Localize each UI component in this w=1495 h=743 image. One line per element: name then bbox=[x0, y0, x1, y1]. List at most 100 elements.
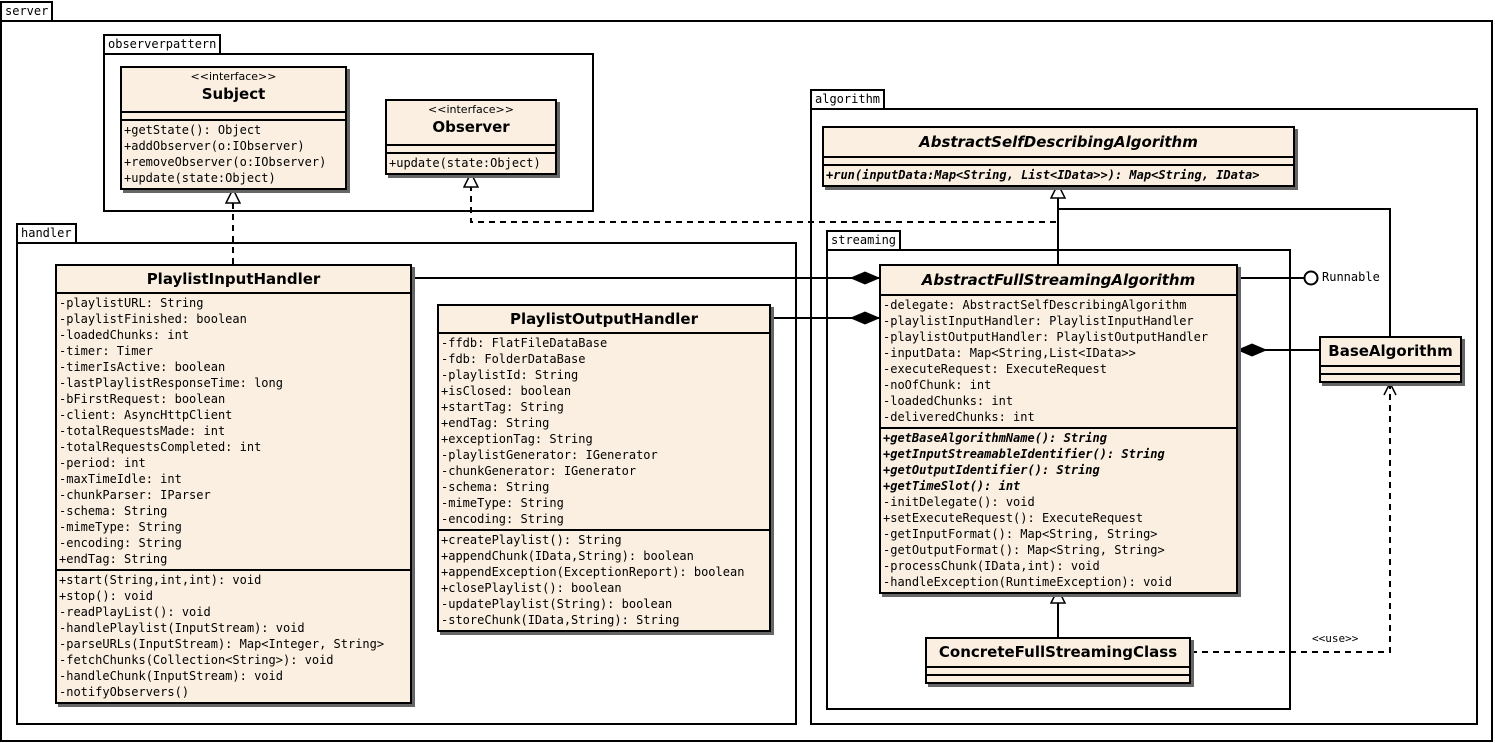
attribute: -mimeType: String bbox=[59, 520, 182, 534]
runnable-interface-circle bbox=[1303, 270, 1319, 286]
operation: -storeChunk(IData,String): String bbox=[441, 613, 680, 627]
attribute: -loadedChunks: int bbox=[59, 328, 190, 342]
subject-name: Subject bbox=[201, 85, 266, 103]
operation: -handlePlaylist(InputStream): void bbox=[59, 621, 305, 635]
playlist-output-handler-attributes: -ffdb: FlatFileDataBase -fdb: FolderData… bbox=[439, 334, 769, 531]
attribute: -playlistId: String bbox=[441, 368, 579, 382]
operation: -fetchChunks(Collection<String>): void bbox=[59, 653, 334, 667]
package-tab-algorithm: algorithm bbox=[810, 89, 886, 110]
operation: +appendChunk(IData,String): boolean bbox=[441, 549, 694, 563]
attribute: +exceptionTag: String bbox=[441, 432, 593, 446]
attribute: -totalRequestsMade: int bbox=[59, 424, 226, 438]
base-algorithm-name: BaseAlgorithm bbox=[1328, 342, 1453, 360]
attribute: -noOfChunk: int bbox=[883, 378, 992, 392]
package-tab-server: server bbox=[0, 1, 54, 22]
runnable-label: Runnable bbox=[1322, 270, 1380, 284]
operation: -getInputFormat(): Map<String, String> bbox=[883, 527, 1158, 541]
operation: -initDelegate(): void bbox=[883, 495, 1035, 509]
base-algorithm-attributes bbox=[1321, 367, 1460, 375]
base-to-selfdescribing-generalization bbox=[1058, 208, 1391, 336]
operation: +removeObserver(o:IObserver) bbox=[124, 155, 327, 169]
playlist-output-handler-name: PlaylistOutputHandler bbox=[510, 310, 698, 328]
playlist-input-handler-operations: +start(String,int,int): void +stop(): vo… bbox=[57, 571, 410, 702]
package-handler bbox=[16, 242, 797, 725]
attribute: -ffdb: FlatFileDataBase bbox=[441, 336, 608, 350]
operation: -readPlayList(): void bbox=[59, 605, 211, 619]
package-server bbox=[0, 20, 1493, 742]
base-algorithm-operations bbox=[1321, 375, 1460, 381]
attribute: -timer: Timer bbox=[59, 344, 153, 358]
playlist-input-handler-name: PlaylistInputHandler bbox=[146, 270, 321, 288]
attribute: -lastPlaylistResponseTime: long bbox=[59, 376, 283, 390]
operation: +update(state:Object) bbox=[124, 171, 276, 185]
attribute: -delegate: AbstractSelfDescribingAlgorit… bbox=[883, 298, 1187, 312]
attribute: -playlistURL: String bbox=[59, 296, 204, 310]
attribute: -inputData: Map<String,List<IData>> bbox=[883, 346, 1136, 360]
concrete-full-streaming-operations bbox=[927, 676, 1189, 682]
attribute: -chunkGenerator: IGenerator bbox=[441, 464, 637, 478]
operation: +getState(): Object bbox=[124, 123, 262, 137]
attribute: -playlistInputHandler: PlaylistInputHand… bbox=[883, 314, 1194, 328]
abstract-operation: +getInputStreamableIdentifier(): String bbox=[883, 447, 1165, 461]
class-playlist-input-handler[interactable]: PlaylistInputHandler -playlistURL: Strin… bbox=[55, 264, 412, 704]
class-playlist-output-handler[interactable]: PlaylistOutputHandler -ffdb: FlatFileDat… bbox=[437, 304, 771, 632]
operation: -handleChunk(InputStream): void bbox=[59, 669, 283, 683]
attribute: -encoding: String bbox=[59, 536, 182, 550]
package-algorithm bbox=[810, 108, 1478, 725]
attribute: -deliveredChunks: int bbox=[883, 410, 1035, 424]
observer-stereotype: <<interface>> bbox=[428, 103, 514, 116]
operation: -parseURLs(InputStream): Map<Integer, St… bbox=[59, 637, 385, 651]
operation: +appendException(ExceptionReport): boole… bbox=[441, 565, 745, 579]
attribute: -mimeType: String bbox=[441, 496, 564, 510]
class-base-algorithm[interactable]: BaseAlgorithm bbox=[1319, 336, 1462, 383]
abstract-self-describing-operations: +run(inputData:Map<String, List<IData>>)… bbox=[824, 166, 1293, 185]
operation: +closePlaylist(): boolean bbox=[441, 581, 622, 595]
attribute: -encoding: String bbox=[441, 512, 564, 526]
use-dependency bbox=[1191, 383, 1390, 653]
attribute: -schema: String bbox=[441, 480, 550, 494]
abstract-self-describing-name: AbstractSelfDescribingAlgorithm bbox=[919, 133, 1198, 151]
attribute: -playlistOutputHandler: PlaylistOutputHa… bbox=[883, 330, 1209, 344]
observer-attributes bbox=[387, 146, 555, 154]
attribute: -timerIsActive: boolean bbox=[59, 360, 226, 374]
attribute: -totalRequestsCompleted: int bbox=[59, 440, 262, 454]
operation: +run(inputData:Map<String, List<IData>>)… bbox=[826, 168, 1260, 182]
operation: -processChunk(IData,int): void bbox=[883, 559, 1100, 573]
subject-stereotype: <<interface>> bbox=[190, 70, 277, 83]
operation: -updatePlaylist(String): boolean bbox=[441, 597, 673, 611]
concrete-full-streaming-name: ConcreteFullStreamingClass bbox=[938, 643, 1178, 661]
package-tab-handler: handler bbox=[16, 223, 77, 244]
use-label: <<use>> bbox=[1312, 632, 1359, 645]
abstract-self-describing-attributes bbox=[824, 158, 1293, 166]
abstract-operation: +getOutputIdentifier(): String bbox=[883, 463, 1100, 477]
observer-realization bbox=[471, 174, 1059, 264]
operation: -getOutputFormat(): Map<String, String> bbox=[883, 543, 1165, 557]
class-observer[interactable]: <<interface>> Observer +update(state:Obj… bbox=[385, 99, 557, 175]
attribute: +isClosed: boolean bbox=[441, 384, 572, 398]
attribute: -maxTimeIdle: int bbox=[59, 472, 182, 486]
attribute: -schema: String bbox=[59, 504, 168, 518]
operation: +stop(): void bbox=[59, 589, 153, 603]
attribute: -bFirstRequest: boolean bbox=[59, 392, 226, 406]
observer-name: Observer bbox=[432, 118, 510, 136]
attribute: +startTag: String bbox=[441, 400, 564, 414]
class-subject[interactable]: <<interface>> Subject +getState(): Objec… bbox=[120, 66, 347, 190]
attribute: -fdb: FolderDataBase bbox=[441, 352, 586, 366]
subject-operations: +getState(): Object +addObserver(o:IObse… bbox=[122, 121, 345, 188]
package-observerpattern bbox=[103, 53, 594, 212]
attribute: +endTag: String bbox=[59, 552, 168, 566]
attribute: -chunkParser: IParser bbox=[59, 488, 211, 502]
class-abstract-self-describing-algorithm[interactable]: AbstractSelfDescribingAlgorithm +run(inp… bbox=[822, 126, 1295, 187]
class-concrete-full-streaming[interactable]: ConcreteFullStreamingClass bbox=[925, 637, 1191, 684]
attribute: -client: AsyncHttpClient bbox=[59, 408, 233, 422]
operation: +addObserver(o:IObserver) bbox=[124, 139, 305, 153]
attribute: -playlistGenerator: IGenerator bbox=[441, 448, 658, 462]
operation: +update(state:Object) bbox=[389, 156, 541, 170]
abstract-full-streaming-name: AbstractFullStreamingAlgorithm bbox=[921, 271, 1196, 289]
attribute: -playlistFinished: boolean bbox=[59, 312, 247, 326]
subject-attributes bbox=[122, 113, 345, 121]
class-abstract-full-streaming-algorithm[interactable]: AbstractFullStreamingAlgorithm -delegate… bbox=[879, 264, 1238, 594]
package-streaming bbox=[826, 249, 1291, 710]
abstract-full-streaming-operations: +getBaseAlgorithmName(): String +getInpu… bbox=[881, 429, 1236, 592]
